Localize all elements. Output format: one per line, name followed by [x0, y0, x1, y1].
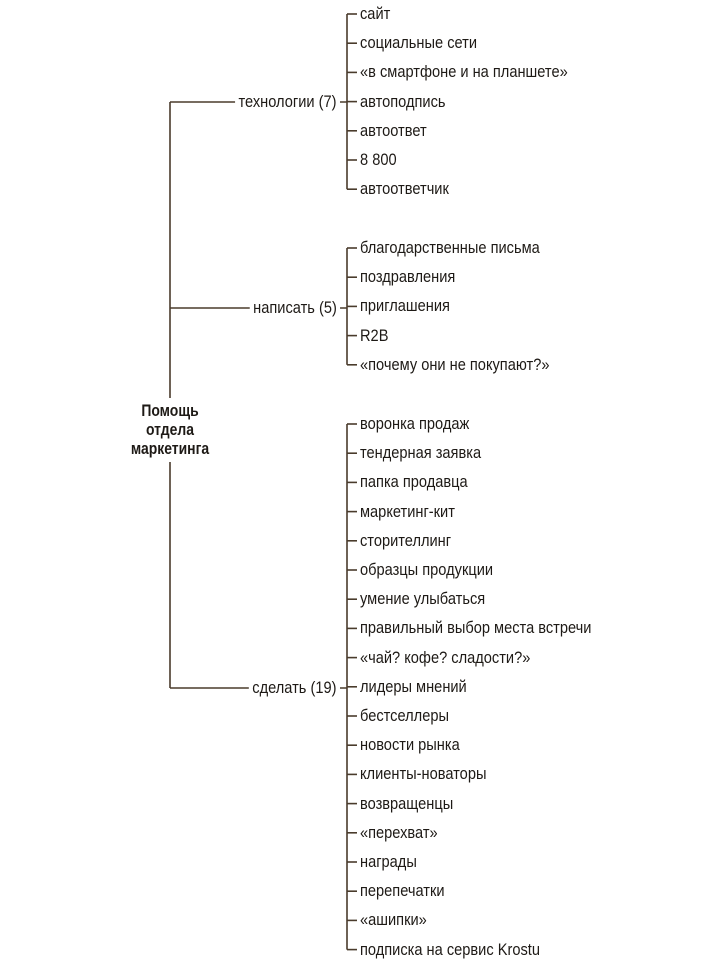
leaf-item: клиенты-новаторы: [360, 764, 487, 784]
branch-label: технологии (7): [235, 92, 340, 112]
leaf-item: R2B: [360, 325, 389, 345]
leaf-item: возвращенцы: [360, 793, 454, 813]
leaf-item: социальные сети: [360, 33, 478, 53]
leaf-item: воронка продаж: [360, 414, 470, 433]
leaf-item: лидеры мнений: [360, 676, 467, 696]
leaf-item: маркетинг-кит: [360, 501, 455, 521]
leaf-item: 8 800: [360, 150, 397, 169]
leaf-item: новости рынка: [360, 735, 460, 755]
leaf-item: «в смартфоне и на планшете»: [360, 62, 568, 82]
root-node: Помощь отдела маркетинга: [121, 401, 219, 458]
leaf-item: тендерная заявка: [360, 443, 482, 463]
leaf-item: перепечатки: [360, 881, 445, 901]
leaf-item: сайт: [360, 4, 391, 23]
leaf-item: образцы продукции: [360, 560, 494, 579]
leaf-item: правильный выбор места встречи: [360, 618, 592, 638]
branch-label: сделать (19): [248, 678, 340, 698]
leaf-item: «почему они не покупают?»: [360, 354, 550, 374]
leaf-item: сторителлинг: [360, 530, 452, 550]
leaf-item: подписка на сервис Krostu: [360, 939, 540, 959]
leaf-item: умение улыбаться: [360, 589, 486, 609]
branch-label: написать (5): [249, 298, 340, 318]
leaf-item: приглашения: [360, 296, 450, 316]
leaf-item: «перехват»: [360, 822, 438, 842]
leaf-item: автоподпись: [360, 91, 446, 111]
leaf-item: бестселлеры: [360, 706, 449, 725]
leaf-item: благодарственные письма: [360, 238, 540, 257]
root-label-line: Помощь: [141, 401, 199, 420]
leaf-item: поздравления: [360, 267, 456, 287]
root-label-line: маркетинга: [130, 439, 210, 458]
leaf-item: «чай? кофе? сладости?»: [360, 647, 531, 667]
leaf-item: автоответ: [360, 120, 427, 140]
leaf-item: «ашипки»: [360, 910, 427, 930]
root-label-line: отдела: [145, 420, 195, 439]
leaf-item: папка продавца: [360, 472, 468, 492]
leaf-item: награды: [360, 852, 417, 871]
leaf-item: автоответчик: [360, 179, 449, 199]
